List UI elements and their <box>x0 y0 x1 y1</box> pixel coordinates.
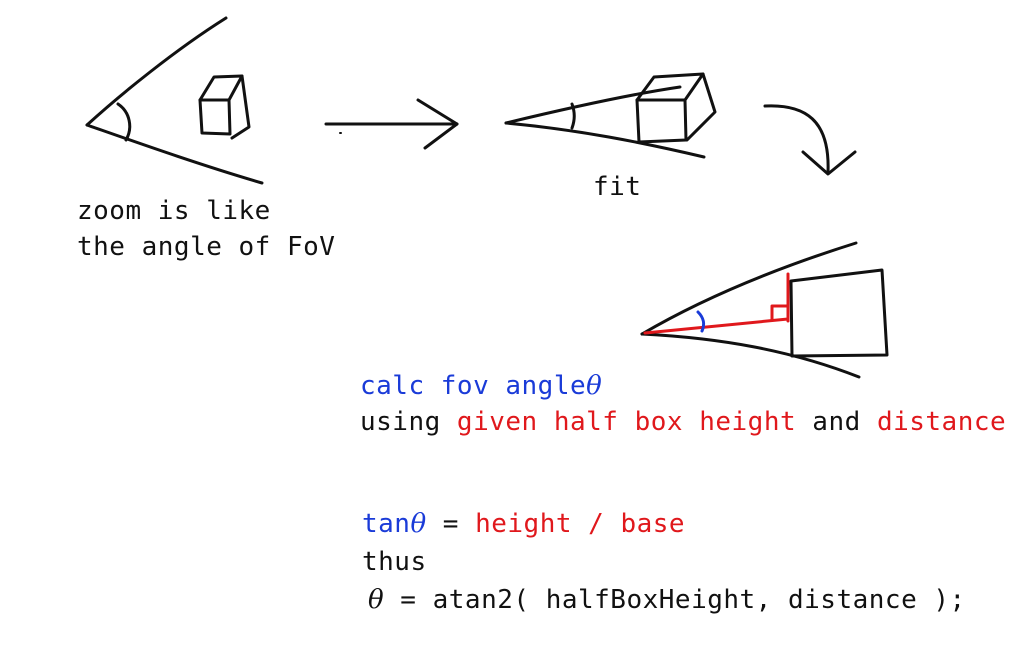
theta-symbol: θ <box>586 371 603 401</box>
triangle-base <box>643 317 790 335</box>
narrow-fov-angle-arc <box>570 102 576 130</box>
right-angle-marker <box>770 304 790 322</box>
calc-fov-text: calc fov angle <box>360 371 587 401</box>
distance-text: distance <box>876 407 1007 437</box>
wide-fov-angle-arc <box>116 102 132 142</box>
result-theta-symbol: θ <box>368 585 385 615</box>
given-half-box-height-text: given half box height <box>456 407 797 437</box>
height-over-base-text: height / base <box>475 509 686 539</box>
geometry-sketch <box>640 241 889 379</box>
zoom-caption-line2: the angle of FoV <box>77 232 336 262</box>
calc-note-line2: using given half box height and distance <box>360 405 1006 439</box>
fit-box <box>635 72 717 144</box>
narrow-fov-upper-ray <box>504 85 682 125</box>
fit-label: fit <box>593 172 642 202</box>
curved-arrow-down <box>763 104 857 176</box>
tan-formula-line: tanθ = height / base <box>362 507 685 541</box>
using-text: using <box>360 407 457 437</box>
narrow-fov-lower-ray <box>504 121 706 159</box>
narrow-fov-sketch <box>504 72 717 159</box>
geometry-lower-ray <box>640 332 861 379</box>
thus-line: thus <box>362 547 427 577</box>
atan2-expression: = atan2( halfBoxHeight, distance ); <box>384 585 966 615</box>
wide-fov-upper-ray <box>85 16 228 127</box>
wide-fov-sketch <box>85 16 264 185</box>
zoom-caption-line1: zoom is like <box>77 196 271 226</box>
geometry-upper-ray <box>640 241 858 336</box>
tan-text: tan <box>362 509 411 539</box>
theta-angle-arc <box>696 310 706 333</box>
wide-fov-lower-ray <box>85 123 264 185</box>
arrow-right <box>324 98 459 150</box>
tan-theta-symbol: θ <box>410 509 427 539</box>
geometry-box <box>789 268 889 358</box>
atan2-line: θ = atan2( halfBoxHeight, distance ); <box>368 583 966 617</box>
tan-equals: = <box>426 509 476 539</box>
small-box <box>198 74 251 140</box>
calc-note-line1: calc fov angleθ <box>360 369 602 403</box>
right-triangle <box>643 272 790 335</box>
and-text: and <box>796 407 877 437</box>
